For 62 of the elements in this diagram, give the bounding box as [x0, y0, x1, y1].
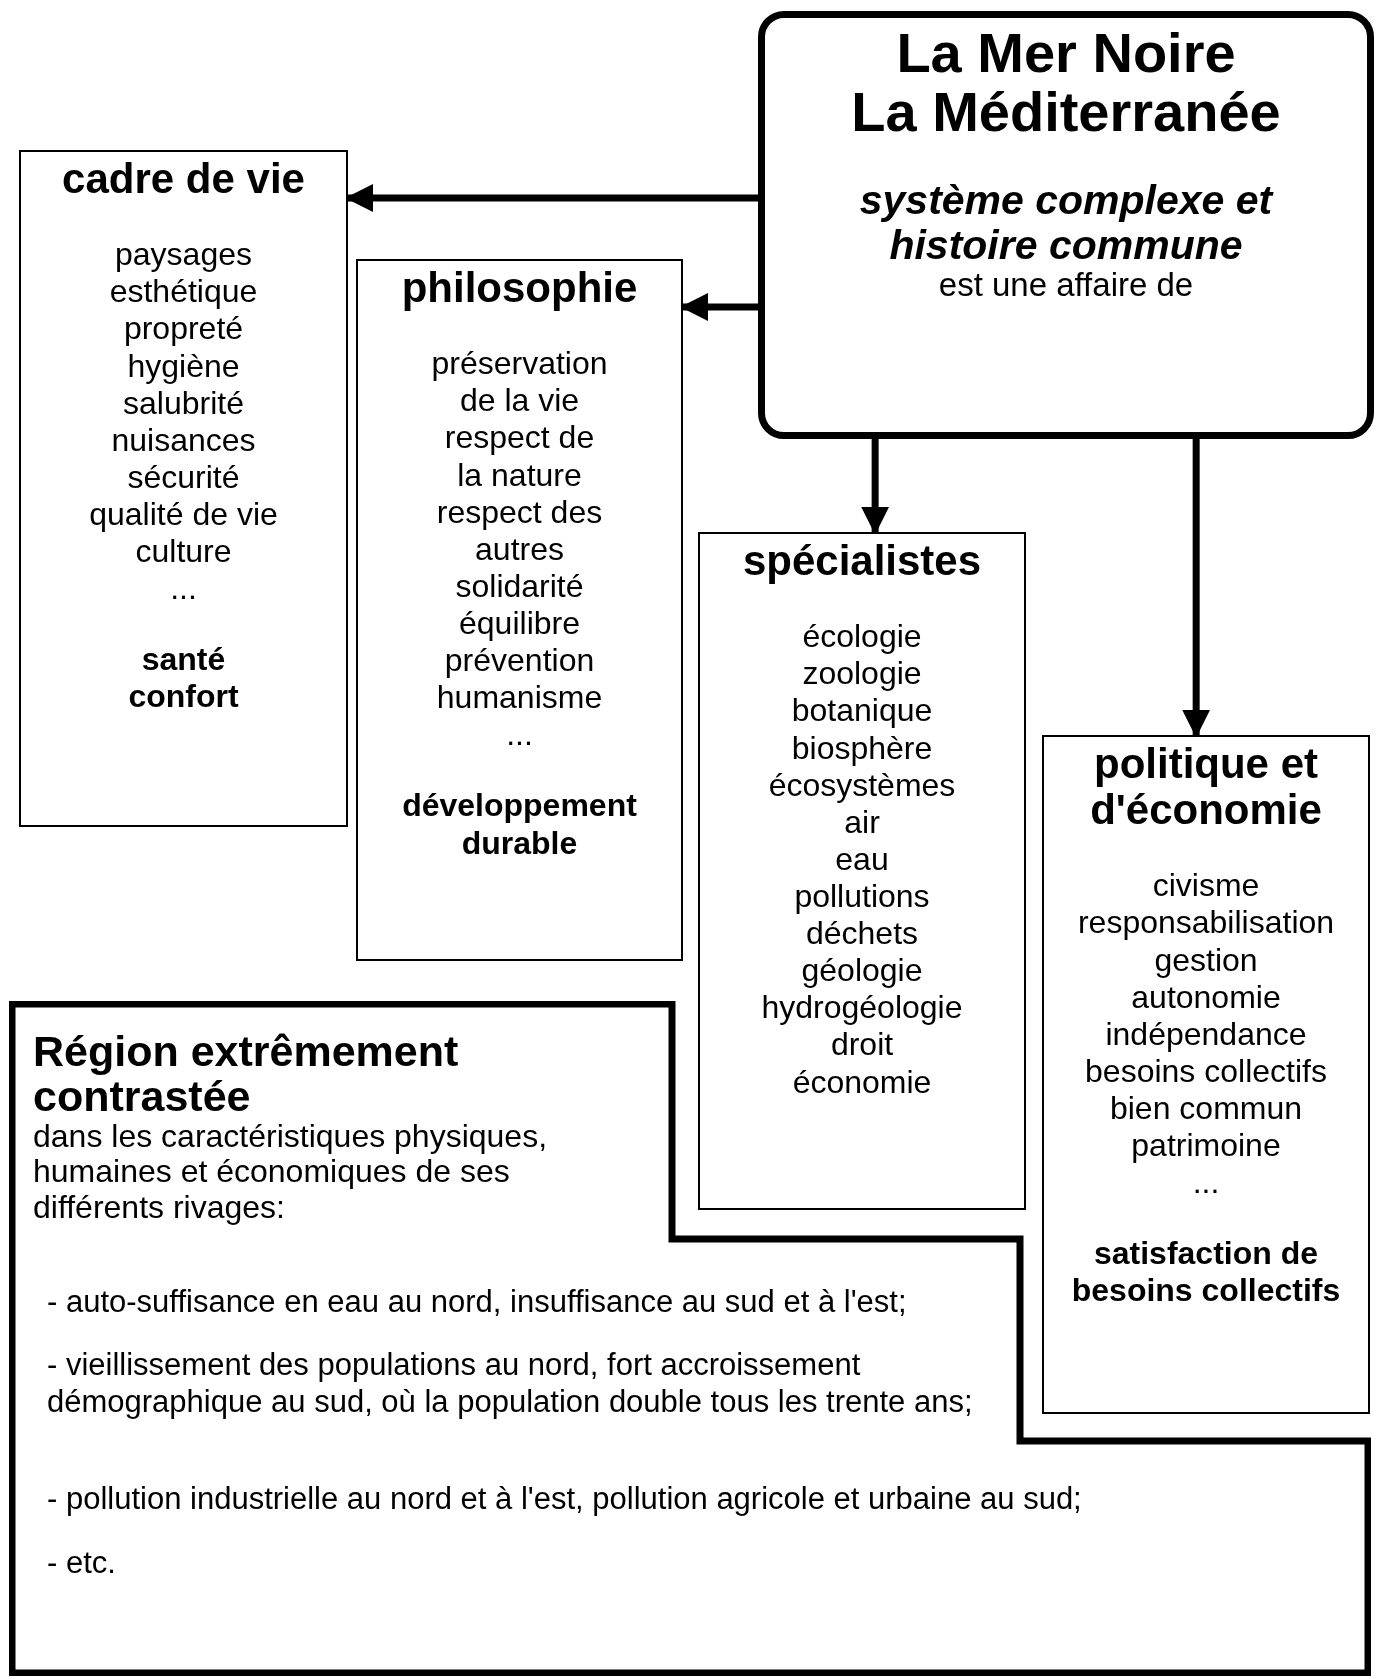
list-item: air [844, 803, 880, 841]
list-item: autonomie [1131, 978, 1281, 1016]
list-item: hygiène [127, 347, 240, 385]
list-item: hydrogéologie [761, 989, 963, 1027]
list-item: déchets [805, 915, 919, 953]
text-box [19, 150, 348, 827]
list-item: zoologie [802, 655, 922, 693]
list-item: humanisme [436, 679, 603, 717]
subtitle-text: système complexe et histoire commune [858, 177, 1275, 268]
text-box [356, 259, 683, 961]
list-item: prévention [444, 642, 595, 680]
list-item: géologie [801, 952, 923, 990]
box-heading: cadre de vie [61, 156, 306, 203]
list-item: gestion [1154, 941, 1258, 979]
list-item: salubrité [123, 384, 244, 422]
box-heading: philosophie [400, 265, 639, 312]
key-term: santé [141, 641, 226, 679]
list-item: économie [792, 1063, 932, 1101]
list-item: eau [835, 840, 889, 878]
list-item: propreté [123, 310, 244, 348]
list-item: pollutions [794, 877, 930, 916]
list-item: écosystèmes [768, 766, 956, 804]
list-item: ... [506, 716, 533, 754]
list-item: besoins collectifs [1085, 1052, 1327, 1091]
paragraph: dans les caractéristiques physiques, humaines et économiques de ses différents rivages: [33, 1119, 549, 1225]
key-term: satisfaction de besoins collectifs [1070, 1235, 1342, 1310]
key-term: confort [128, 678, 239, 716]
box-heading: spécialistes [741, 538, 983, 585]
list-item: nuisances [111, 421, 256, 459]
bullet-item: - auto-suffisance en eau au nord, insuffisance au sud et à l'est; [47, 1282, 908, 1321]
list-item: botanique [791, 692, 933, 730]
text-box [1042, 735, 1370, 1414]
list-item: civisme [1152, 867, 1260, 905]
key-term: développement durable [401, 787, 638, 862]
body-text: est une affaire de [938, 267, 1194, 303]
list-item: droit [830, 1026, 894, 1064]
list-item: ... [1192, 1164, 1220, 1202]
title-text: La Méditerranée [851, 82, 1281, 142]
list-item: indépendance [1105, 1015, 1307, 1053]
list-item: sécurité [127, 458, 240, 496]
box-heading: politique et d'économie [1089, 741, 1323, 834]
bullet-item: - pollution industrielle au nord et à l'est, pollution agricole et urbaine au sud; [47, 1480, 1083, 1518]
list-item: ... [170, 570, 197, 608]
list-item: écologie [802, 618, 922, 656]
title-text: La Mer Noire [896, 24, 1236, 83]
rounded-box [758, 11, 1374, 439]
list-item: solidarité [455, 567, 584, 605]
arrow [861, 439, 890, 535]
arrow [1182, 439, 1211, 738]
list-item: paysages [115, 236, 252, 274]
list-item: culture [135, 533, 232, 571]
list-item: équilibre [459, 604, 580, 643]
bullet-item: - vieillissement des populations au nord, fort accroissement démographique au sud, où la population double tous les trente ans; [47, 1346, 974, 1421]
list-item: qualité de vie [89, 495, 278, 534]
list-item: bien commun [1109, 1090, 1303, 1128]
list-item: responsabilisation [1077, 904, 1335, 942]
list-item: esthétique [109, 273, 258, 311]
list-item: patrimoine [1131, 1127, 1281, 1165]
bullet-item: - etc. [47, 1543, 117, 1581]
list-item: biosphère [791, 729, 933, 767]
panel-heading: Région extrêmement contrastée [33, 1029, 460, 1120]
text-box [698, 532, 1026, 1210]
